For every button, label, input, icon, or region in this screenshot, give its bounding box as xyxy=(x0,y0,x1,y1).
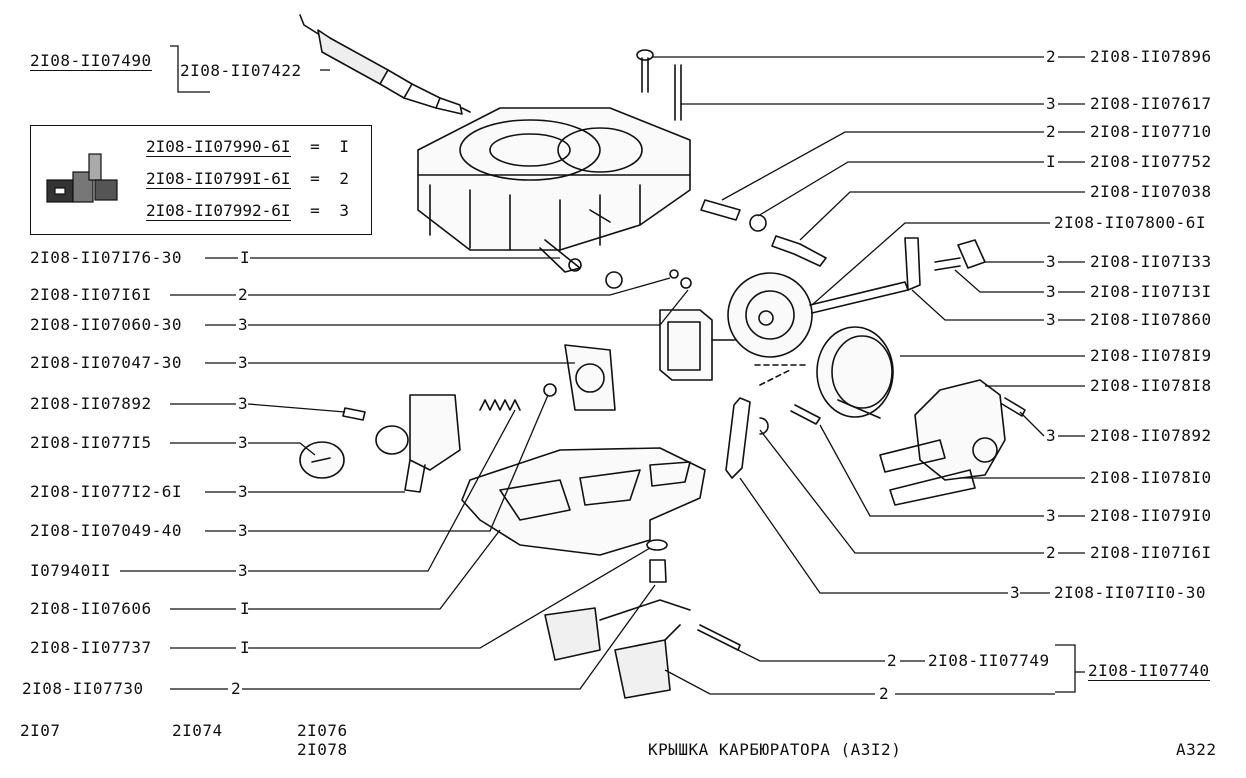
right-qty-1: 2 xyxy=(1046,47,1056,66)
bracket-qty-inner: 2 xyxy=(887,651,897,670)
solenoid-valve-drawing xyxy=(299,14,471,115)
left-qty-3: 3 xyxy=(238,315,248,334)
right-code-13: 2I08-II078I0 xyxy=(1090,468,1212,487)
right-code-6: 2I08-II07800-6I xyxy=(1054,213,1206,232)
left-qty-6: 3 xyxy=(238,433,248,452)
kit-qty-3: 3 xyxy=(339,201,350,220)
diaphragm-drawing xyxy=(754,326,1026,506)
left-qty-8: 3 xyxy=(238,521,248,540)
page-title: КРЫШКА КАРБЮРАТОРА (А3I2) xyxy=(648,740,902,759)
right-code-9: 2I08-II07860 xyxy=(1090,310,1212,329)
gasket-drawing xyxy=(461,344,706,556)
lever-drawing xyxy=(725,397,769,479)
solenoid-valve-code: 2I08-II07422 xyxy=(180,61,302,80)
float-axle-code: 2I08-II07749 xyxy=(928,651,1050,670)
right-qty-9: 3 xyxy=(1046,310,1056,329)
kit-qty-2: 2 xyxy=(339,169,350,188)
kit-code-1: 2I08-II07990-6I xyxy=(146,137,291,157)
kit-sep-3: = xyxy=(310,201,320,220)
carburetor-cover-drawing xyxy=(417,107,691,289)
kit-code-3: 2I08-II07992-6I xyxy=(146,201,291,221)
kit-row-1: 2I08-II07990-6I = I xyxy=(146,137,350,157)
starter-device-drawing xyxy=(659,237,986,381)
left-qty-1: I xyxy=(240,248,250,267)
right-code-16: 2I08-II07II0-30 xyxy=(1054,583,1206,602)
right-code-12: 2I08-II07892 xyxy=(1090,426,1212,445)
kit-qty-1: I xyxy=(339,137,350,156)
float-assembly-code: 2I08-II07740 xyxy=(1088,661,1210,681)
right-qty-16: 3 xyxy=(1010,583,1020,602)
right-qty-2: 3 xyxy=(1046,94,1056,113)
right-qty-12: 3 xyxy=(1046,426,1056,445)
model-21078: 2I078 xyxy=(297,740,348,759)
model-21076: 2I076 xyxy=(297,721,348,740)
left-code-8: 2I08-II07049-40 xyxy=(30,521,182,540)
left-code-1: 2I08-II07I76-30 xyxy=(30,248,182,267)
left-code-12: 2I08-II07730 xyxy=(22,679,144,698)
left-qty-2: 2 xyxy=(238,285,248,304)
right-qty-4: I xyxy=(1046,152,1056,171)
right-code-8: 2I08-II07I3I xyxy=(1090,282,1212,301)
right-qty-7: 3 xyxy=(1046,252,1056,271)
right-code-3: 2I08-II07710 xyxy=(1090,122,1212,141)
right-qty-15: 2 xyxy=(1046,543,1056,562)
left-code-9: I07940II xyxy=(30,561,112,580)
kit-sep-1: = xyxy=(310,137,320,156)
right-code-15: 2I08-II07I6I xyxy=(1090,543,1212,562)
model-21074: 2I074 xyxy=(172,721,223,740)
left-code-4: 2I08-II07047-30 xyxy=(30,353,182,372)
bracket-qty-lower: 2 xyxy=(879,684,889,703)
left-qty-4: 3 xyxy=(238,353,248,372)
left-code-6: 2I08-II077I5 xyxy=(30,433,152,452)
right-qty-8: 3 xyxy=(1046,282,1056,301)
model-2107: 2I07 xyxy=(20,721,61,740)
spring-and-fittings-drawing xyxy=(299,383,557,493)
right-code-10: 2I08-II078I9 xyxy=(1090,346,1212,365)
left-code-10: 2I08-II07606 xyxy=(30,599,152,618)
left-qty-9: 3 xyxy=(238,561,248,580)
left-code-7: 2I08-II077I2-6I xyxy=(30,482,182,501)
right-code-1: 2I08-II07896 xyxy=(1090,47,1212,66)
right-code-11: 2I08-II078I8 xyxy=(1090,376,1212,395)
left-qty-7: 3 xyxy=(238,482,248,501)
right-code-5: 2I08-II07038 xyxy=(1090,182,1212,201)
left-code-5: 2I08-II07892 xyxy=(30,394,152,413)
float-drawing xyxy=(544,539,741,699)
kit-row-3: 2I08-II07992-6I = 3 xyxy=(146,201,350,221)
repair-kit-icon xyxy=(46,153,118,203)
left-qty-11: I xyxy=(240,638,250,657)
right-code-7: 2I08-II07I33 xyxy=(1090,252,1212,271)
right-code-2: 2I08-II07617 xyxy=(1090,94,1212,113)
repair-kit-box: 2I08-II07990-6I = I 2I08-II0799I-6I = 2 … xyxy=(30,125,372,235)
right-code-4: 2I08-II07752 xyxy=(1090,152,1212,171)
screw-and-stud-drawing xyxy=(636,49,682,121)
right-code-14: 2I08-II079I0 xyxy=(1090,506,1212,525)
kit-sep-2: = xyxy=(310,169,320,188)
right-qty-14: 3 xyxy=(1046,506,1056,525)
kit-code-2: 2I08-II0799I-6I xyxy=(146,169,291,189)
solenoid-assembly-code: 2I08-II07490 xyxy=(30,51,152,71)
needle-valve-parts-drawing xyxy=(700,199,827,267)
left-qty-5: 3 xyxy=(238,394,248,413)
left-code-3: 2I08-II07060-30 xyxy=(30,315,182,334)
left-qty-12: 2 xyxy=(231,679,241,698)
kit-row-2: 2I08-II0799I-6I = 2 xyxy=(146,169,350,189)
left-code-2: 2I08-II07I6I xyxy=(30,285,152,304)
left-qty-10: I xyxy=(240,599,250,618)
page-number: А322 xyxy=(1176,740,1217,759)
left-code-11: 2I08-II07737 xyxy=(30,638,152,657)
right-qty-3: 2 xyxy=(1046,122,1056,141)
